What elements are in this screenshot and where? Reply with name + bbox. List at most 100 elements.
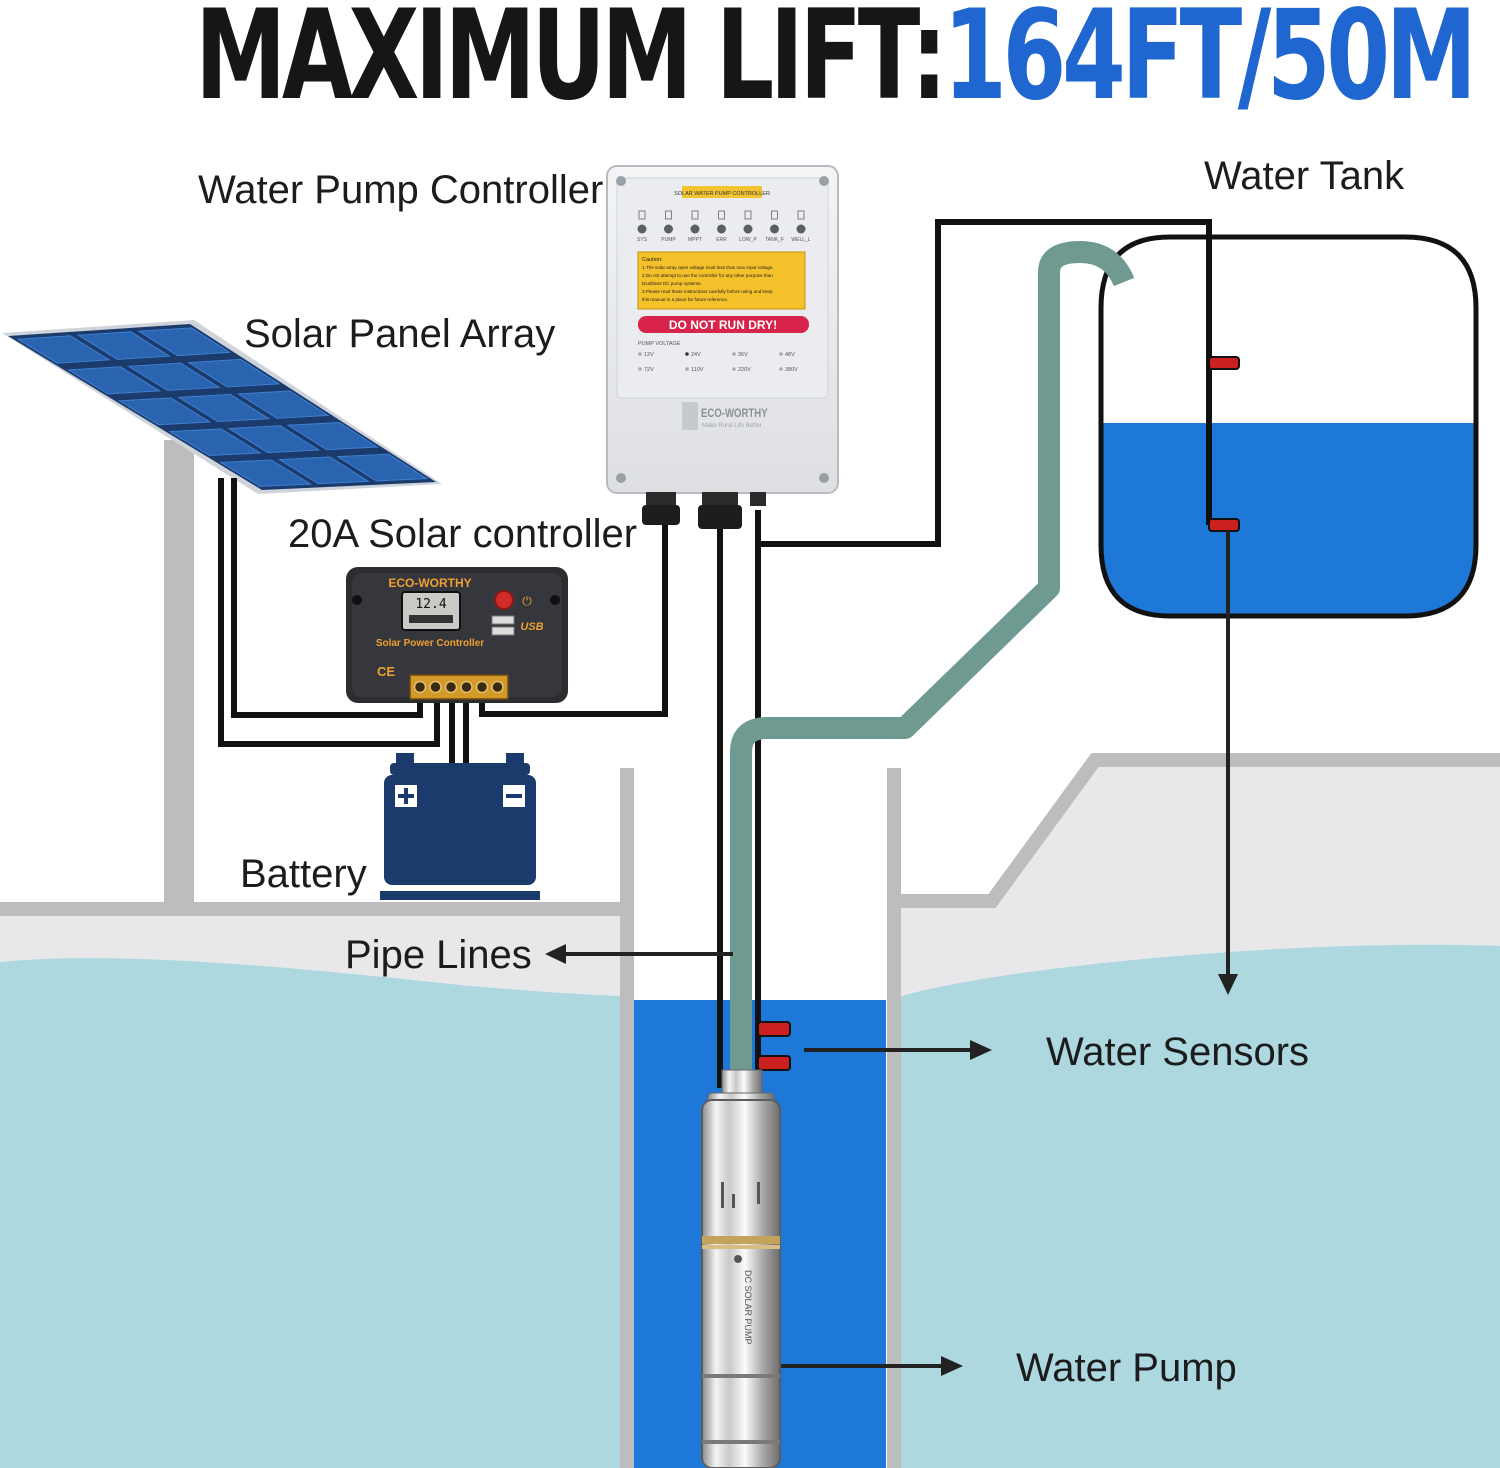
terminal-screw [413,680,427,694]
label-water-pump: Water Pump [1016,1346,1237,1390]
indicator-led [796,224,806,234]
panel-cable-a [218,478,440,747]
indicator-label: ERR [716,237,727,243]
indicator-icon [797,210,805,220]
solar-cell [66,366,162,395]
caution-line: brushless DC pump systems. [642,281,702,286]
caution-line: 1.The solar array open voltage must less… [642,265,774,270]
voltage-option: 48V [785,352,795,358]
indicator-icon [771,210,778,220]
terminal-screw [475,680,489,694]
voltage-option: 380V [785,367,798,373]
solar-cell [117,397,212,426]
indicator-led [743,224,753,234]
indicator-led [690,224,700,234]
caution-line: 3.Please read these instructions careful… [642,289,773,294]
indicator-icon [691,210,699,220]
indicator-label: SYS [637,237,648,243]
voltage-dot [638,352,642,356]
groundwater-right [895,944,1500,1468]
caution-panel [637,251,806,310]
controller-indicators: SYS PUMP MPPT ERR LOW_P TANK_F WELL_L [637,210,811,243]
cables [218,219,1212,1088]
indicator-label: LOW_P [739,237,757,243]
solar-cell [137,327,232,357]
battery [380,753,540,900]
label-pipe-lines: Pipe Lines [345,933,532,977]
solar-to-pump-controller-cable [479,520,668,717]
solar-panel-stand [164,440,194,910]
voltage-option: 12V [644,352,654,358]
indicator-led [770,224,779,234]
voltage-dot [732,352,736,356]
caution-title: Caution: [642,257,663,263]
ce-mark: CE [377,664,395,679]
indicator-label: TANK_F [765,237,784,243]
label-water-sensors: Water Sensors [1046,1030,1310,1074]
terminal-screw [429,680,442,694]
label-battery: Battery [240,852,367,896]
controller-tagline: Make Rural Life Better [702,423,762,429]
indicator-led [664,224,673,234]
water-tank [1098,234,1479,619]
solar-cell [236,390,330,419]
indicator-icon [665,210,672,220]
cable-glands [642,492,766,529]
solar-cell [16,335,111,364]
solar-cell [127,362,221,391]
solar-controller-display: 12.4 [415,597,446,612]
eco-worthy-logo-icon [682,402,698,430]
indicator-label: WELL_L [791,237,810,243]
usb-port-icon [491,615,515,625]
panel-cable-b [231,478,423,718]
indicator-led [637,224,647,234]
solar-cell [76,331,171,360]
tank-sensor-cable [755,219,1212,547]
page-title: MAXIMUM LIFT:164FT/50M [195,0,1477,118]
terminal-screw [460,680,473,694]
voltage-dot [779,352,783,356]
voltage-dot [685,352,689,356]
voltage-dot [732,367,736,371]
arrows [545,531,1238,1376]
well-sensors [757,1021,791,1071]
label-solar-controller: 20A Solar controller [288,512,638,556]
voltage-title: PUMP VOLTAGE [638,341,681,347]
title-value: 164FT/50M [943,0,1477,128]
indicator-led [717,224,726,234]
solar-controller-brand: ECO-WORTHY [388,576,471,590]
indicator-icon [638,210,646,220]
ground [0,753,1500,1468]
indicator-label: PUMP [661,237,676,243]
terminal-screws [413,680,504,694]
solar-cell [219,459,313,487]
indicator-icon [718,210,725,220]
solar-panel-array [2,320,442,494]
dry-run-warning: DO NOT RUN DRY! [669,318,777,332]
label-water-tank: Water Tank [1204,154,1405,198]
title-prefix: MAXIMUM LIFT: [195,0,948,128]
solar-controller-name: Solar Power Controller [376,638,484,649]
terminal-screw [491,680,504,694]
caution-line: this manual in a place for future refere… [642,297,728,302]
voltage-dot [638,367,642,371]
submersible-pump: DC SOLAR PUMP [701,1069,781,1468]
solar-cell [286,422,379,451]
solar-cell [168,428,262,457]
caution-line: 2.Do not attempt to use the controller f… [642,273,773,278]
solar-cell [277,456,371,485]
voltage-option: 220V [738,367,751,373]
caution-lines: 1.The solar array open voltage must less… [642,265,774,302]
indicator-label: MPPT [688,237,702,243]
voltage-dot [685,367,689,371]
usb-label: USB [520,621,543,633]
indicator-icon [744,210,752,220]
voltage-dot [779,367,783,371]
terminal-screw [444,680,458,694]
groundwater-left [0,958,620,1468]
svg-text:⏻: ⏻ [522,594,532,608]
